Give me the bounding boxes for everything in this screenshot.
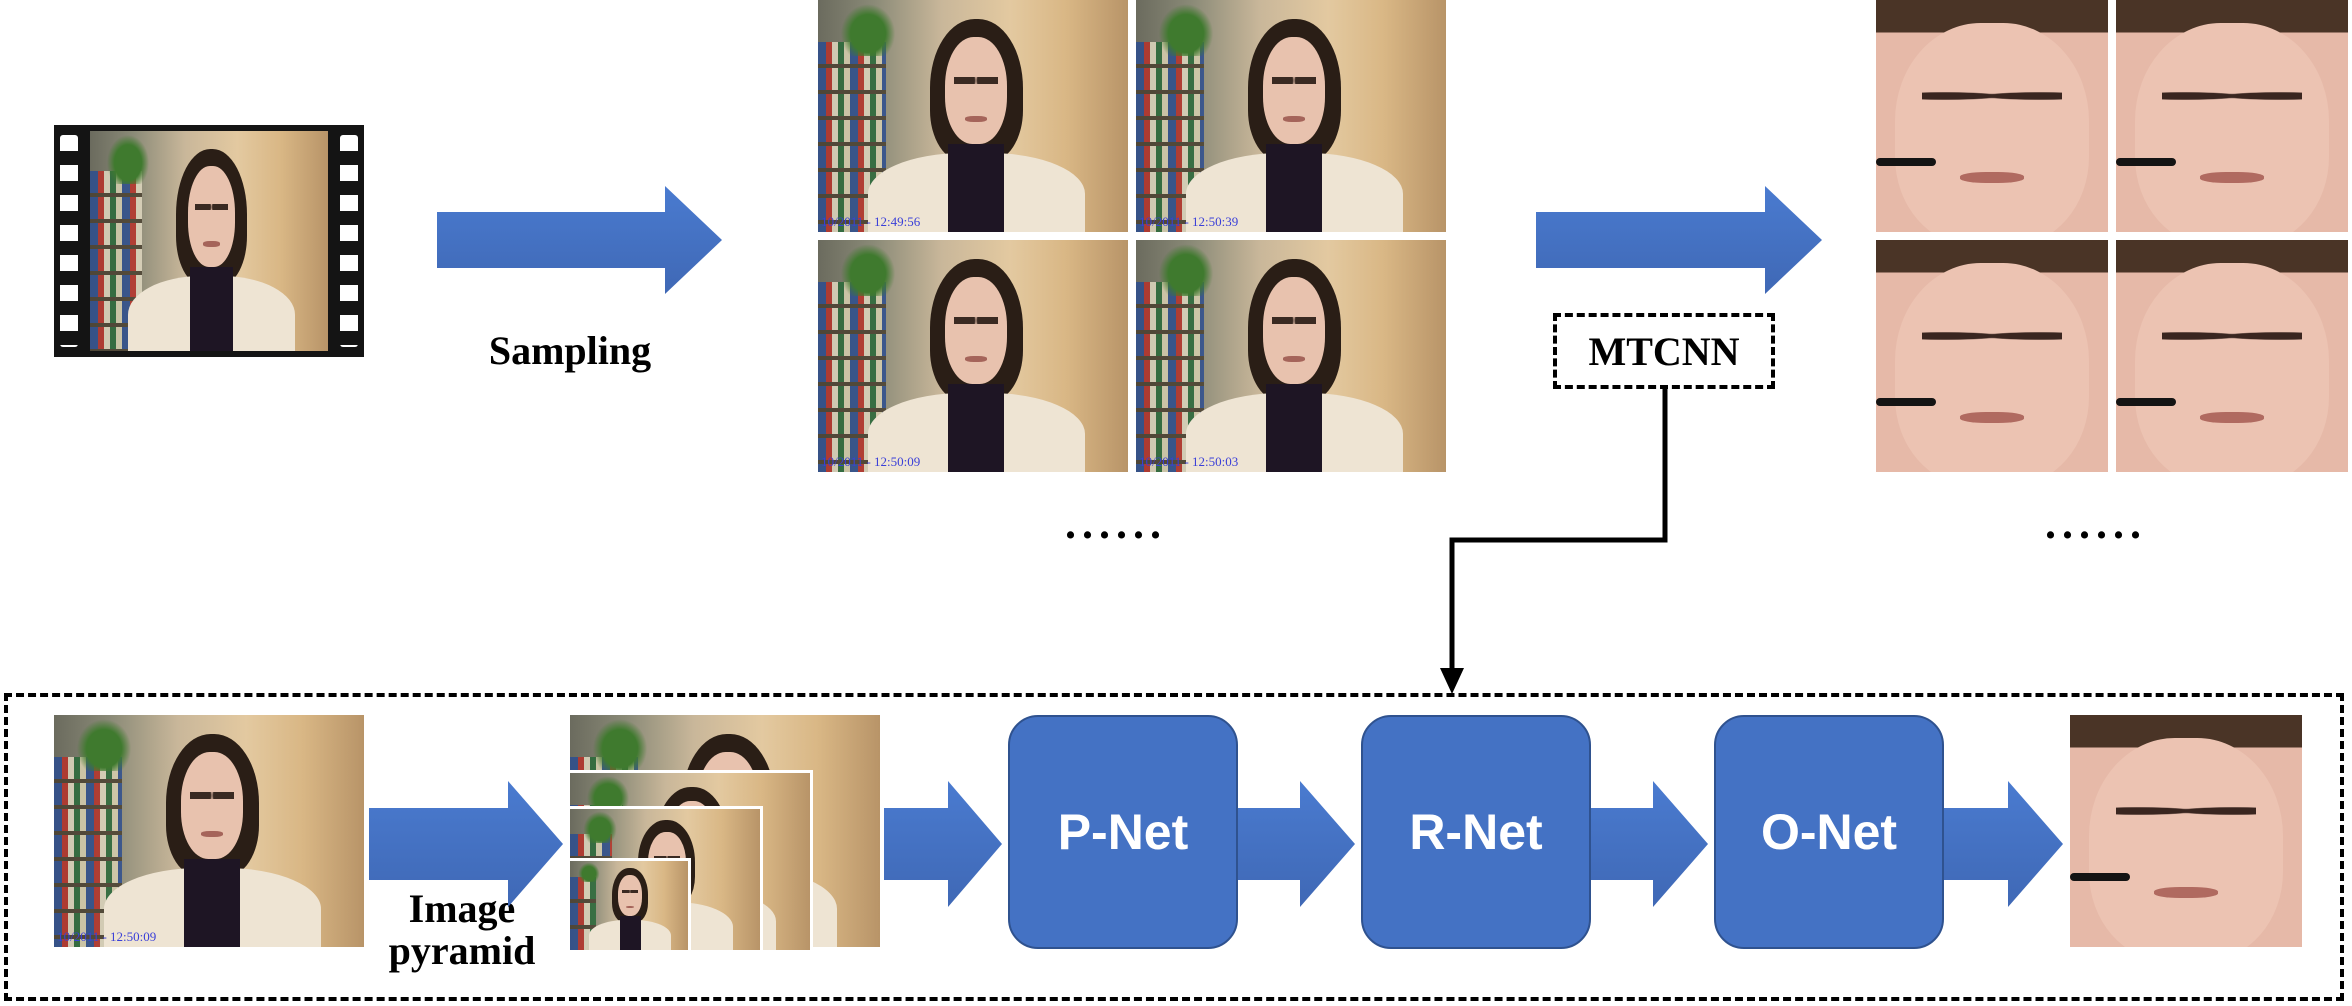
image-pyramid-line2: pyramid: [388, 928, 536, 973]
sampled-frame-3: 10/2011 - 12:50:09: [818, 240, 1128, 472]
arrow-frames-to-crops: [1536, 186, 1822, 294]
p-net-block: P-Net: [1008, 715, 1238, 949]
timestamp: 10/2011 - 12:50:39: [1139, 214, 1239, 229]
pyramid-level-4: [570, 858, 691, 950]
arrow-video-to-frames: [437, 186, 722, 294]
video-frame-image: [90, 131, 328, 351]
timestamp: 10/2011 - 12:50:09: [57, 929, 157, 944]
film-perforations-right: [340, 135, 358, 347]
image-pyramid-label: Image pyramid: [352, 888, 572, 972]
mtcnn-label: MTCNN: [1588, 328, 1740, 374]
mtcnn-connector-arrowhead: [1440, 668, 1464, 694]
timestamp: 10/2011 - 12:49:56: [821, 214, 921, 229]
face-crop-4: [2116, 240, 2348, 472]
mtcnn-detail-panel: [4, 693, 2344, 1001]
film-perforations-left: [60, 135, 78, 347]
o-net-block: O-Net: [1714, 715, 1944, 949]
arrow-onet-to-output: [1944, 781, 2063, 907]
timestamp: 10/2011 - 12:50:09: [821, 454, 921, 469]
sampled-frame-4: 10/2011 - 12:50:03: [1136, 240, 1446, 472]
output-face-crop: [2070, 715, 2302, 947]
arrow-input-to-pyramid: [369, 781, 563, 907]
sampled-frame-2: 10/2011 - 12:50:39: [1136, 0, 1446, 232]
arrow-pnet-to-rnet: [1238, 781, 1355, 907]
mtcnn-connector-line: [1449, 389, 1668, 672]
sampling-label: Sampling: [488, 328, 652, 373]
arrow-pyramid-to-pnet: [884, 781, 1002, 907]
r-net-block: R-Net: [1361, 715, 1591, 949]
pyramid-input-frame: 10/2011 - 12:50:09: [54, 715, 364, 947]
face-crop-3: [1876, 240, 2108, 472]
ellipsis-sampled-frames: ......: [1065, 499, 1167, 548]
face-crop-1: [1876, 0, 2108, 232]
image-pyramid-line1: Image: [408, 886, 516, 931]
timestamp: 10/2011 - 12:50:03: [1139, 454, 1239, 469]
video-film-strip: [54, 125, 364, 357]
face-crop-2: [2116, 0, 2348, 232]
ellipsis-face-crops: ......: [2045, 499, 2147, 548]
mtcnn-label-box: MTCNN: [1553, 313, 1775, 389]
sampled-frame-1: 10/2011 - 12:49:56: [818, 0, 1128, 232]
arrow-rnet-to-onet: [1591, 781, 1708, 907]
